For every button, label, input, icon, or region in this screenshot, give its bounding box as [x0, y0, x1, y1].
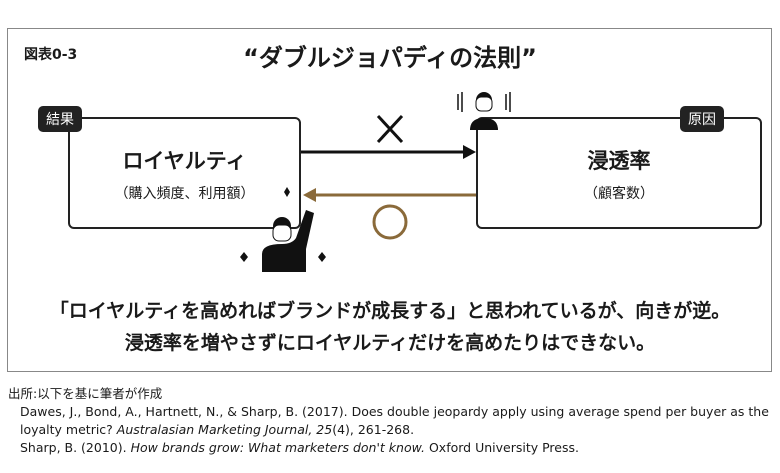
- message-line-2: 浸透率を増やさずにロイヤルティだけを高めたりはできない。: [124, 332, 656, 354]
- reference-1: Dawes, J., Bond, A., Hartnett, N., & Sha…: [8, 403, 778, 439]
- reference-2: Sharp, B. (2010). How brands grow: What …: [8, 439, 778, 457]
- loyalty-title: ロイヤルティ: [122, 149, 247, 173]
- ref1-journal: Australasian Marketing Journal, 25: [116, 422, 333, 437]
- source-heading: 出所:以下を基に筆者が作成: [8, 386, 163, 401]
- loyalty-subtitle: （購入頻度、利用額）: [114, 186, 255, 202]
- ref1-pages: (4), 261-268.: [332, 422, 415, 437]
- figure-title: “ダブルジョパディの法則”: [243, 44, 537, 72]
- loyalty-box: ロイヤルティ （購入頻度、利用額）: [68, 117, 301, 229]
- diagram-arrows: [240, 92, 511, 272]
- result-tag: 結果: [38, 106, 82, 132]
- cheering-person-icon: [240, 187, 326, 272]
- source-notes: 出所:以下を基に筆者が作成 Dawes, J., Bond, A., Hartn…: [8, 385, 778, 457]
- worried-person-icon: [457, 92, 511, 130]
- penetration-subtitle: （顧客数）: [584, 186, 654, 202]
- ref2-author: Sharp, B. (2010).: [20, 440, 131, 455]
- figure-frame: [7, 28, 772, 372]
- ref2-title: How brands grow: What marketers don't kn…: [130, 440, 425, 455]
- penetration-title: 浸透率: [587, 149, 651, 173]
- circle-mark-icon: [372, 204, 408, 240]
- penetration-box: 浸透率 （顧客数）: [476, 117, 762, 229]
- ref1-text: Dawes, J., Bond, A., Hartnett, N., & Sha…: [20, 404, 769, 437]
- forward-arrow: [301, 145, 476, 159]
- cause-tag: 原因: [680, 106, 724, 132]
- message-line-1: 「ロイヤルティを高めればブランドが成長する」と思われているが、向きが逆。: [49, 300, 731, 322]
- figure-label: 図表0-3: [24, 47, 78, 63]
- cross-mark-icon: [376, 114, 404, 144]
- ref2-publisher: Oxford University Press.: [425, 440, 579, 455]
- backward-arrow: [303, 188, 476, 202]
